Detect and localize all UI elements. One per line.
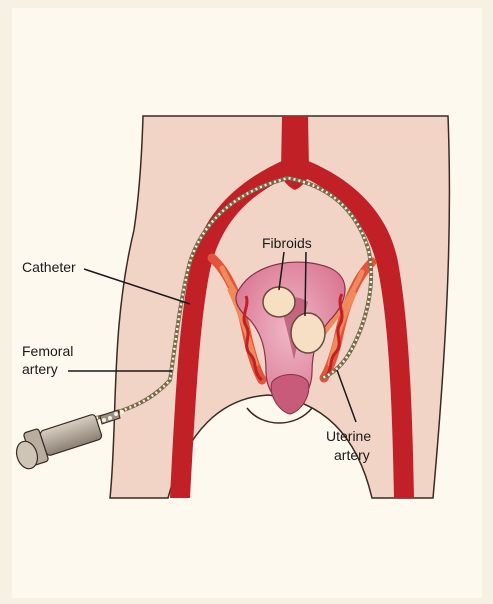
- label-uterine-artery-line1: Uterine: [326, 428, 371, 444]
- lower-contour: [247, 408, 312, 423]
- label-uterine-artery-line2: artery: [334, 447, 370, 463]
- fibroid-1: [263, 287, 295, 317]
- label-fibroids: Fibroids: [262, 235, 312, 251]
- label-femoral-artery-line2: artery: [22, 361, 58, 377]
- fibroids-leader-2: [305, 252, 306, 316]
- syringe: [13, 410, 124, 471]
- fibroid-2: [291, 313, 325, 353]
- label-femoral-artery-line1: Femoral: [22, 343, 73, 359]
- label-catheter: Catheter: [22, 259, 76, 275]
- cervix: [271, 375, 309, 415]
